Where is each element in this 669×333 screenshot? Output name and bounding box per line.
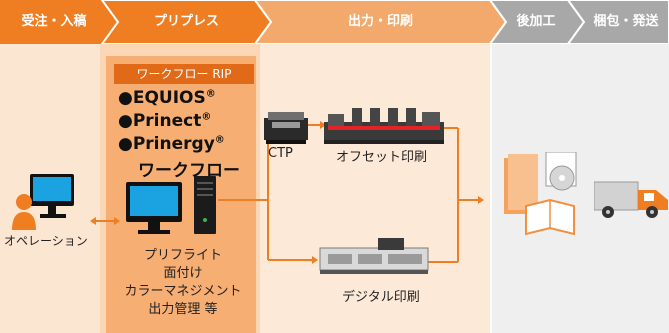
offset-press-icon [324, 108, 444, 144]
server-icon [194, 176, 216, 234]
offset-press-label: オフセット印刷 [336, 150, 428, 165]
function-imposition: 面付け [163, 266, 203, 281]
delivery-truck-icon [594, 181, 668, 218]
product-prinergy: ●Prinergy® [118, 134, 225, 154]
digital-press-label: デジタル印刷 [342, 290, 420, 305]
function-output-management: 出力管理 等 [148, 302, 218, 317]
prepress-computer-icon [126, 176, 216, 234]
operator-icon [12, 174, 74, 230]
stage-chevron-order [0, 0, 118, 44]
stage-chevron-ship [566, 0, 669, 44]
post-processing-icon [504, 152, 577, 236]
operator-person-icon [16, 194, 32, 210]
operator-label: オペレーション [4, 234, 88, 248]
ctp-device-icon [264, 112, 308, 144]
stage-label-post: 後加工 [516, 14, 556, 29]
stage-label-order: 受注・入稿 [21, 14, 87, 29]
stage-chevron-prepress [100, 0, 273, 44]
stage-label-prepress: プリプレス [153, 14, 219, 29]
stage-label-ship: 梱包・発送 [593, 14, 659, 29]
stage-chevron-post [488, 0, 586, 44]
function-preflight: プリフライト [143, 248, 222, 263]
product-equios: ●EQUIOS® [118, 88, 216, 108]
product-prinect: ●Prinect® [118, 111, 212, 131]
stage-header [0, 0, 669, 44]
digital-press-icon [319, 238, 429, 274]
function-color-management: カラーマネジメント [124, 284, 242, 299]
ctp-label: CTP [268, 146, 293, 161]
column-divider [490, 44, 492, 333]
stage-chevron-print [253, 0, 508, 44]
stage-label-print: 出力・印刷 [347, 14, 413, 29]
workflow-rip-label: ワークフロー RIP [114, 64, 254, 84]
column-bg-print [260, 44, 490, 333]
